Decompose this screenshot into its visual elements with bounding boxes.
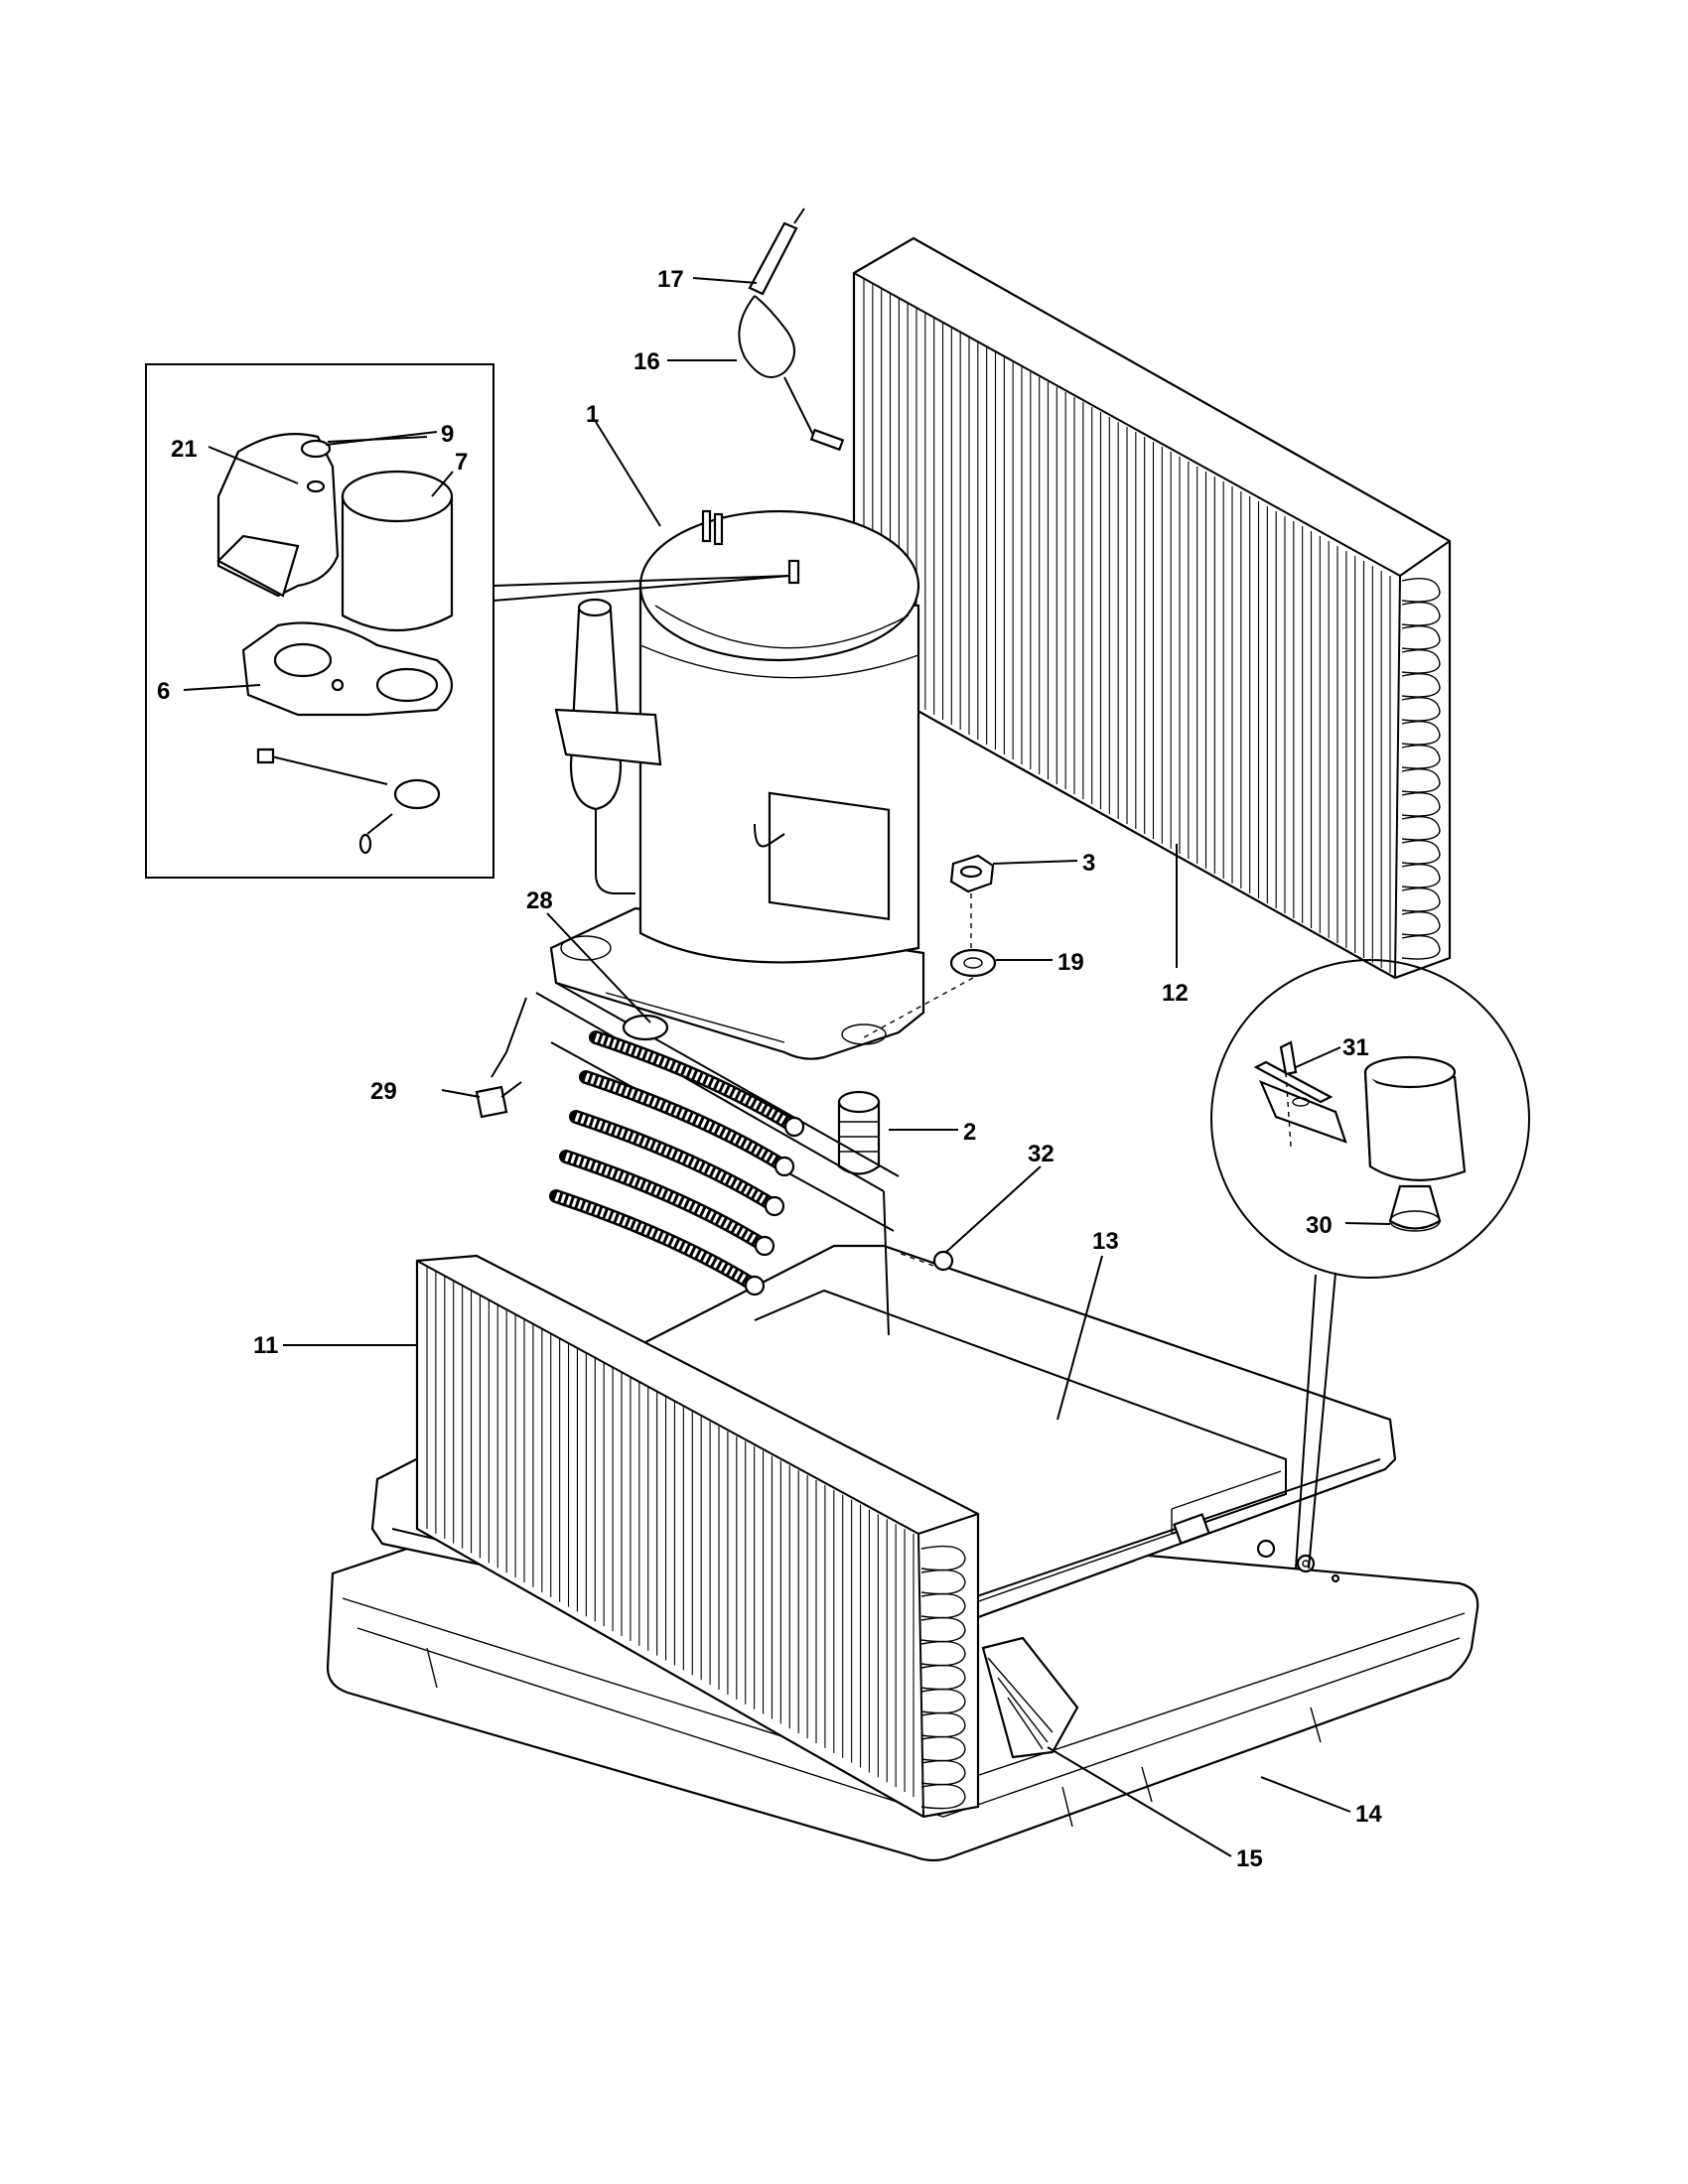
callout-19: 19	[1057, 949, 1084, 976]
tube-bend	[1401, 625, 1441, 650]
callout-labels: 1 2 3 6 7 9 11 12 13 14 15 16 17 19 21 2…	[157, 266, 1382, 1872]
callout-30: 30	[1306, 1212, 1333, 1239]
tube-bend	[1401, 697, 1441, 722]
tube-bend	[1401, 840, 1441, 865]
callout-14: 14	[1355, 1801, 1382, 1828]
callout-6: 6	[157, 678, 170, 705]
heater-coil-wrap	[574, 1112, 777, 1210]
tube-bend	[1401, 792, 1441, 817]
heater-coil-wrap	[564, 1152, 768, 1250]
tube-bend	[1401, 864, 1441, 888]
tube-bend	[1401, 745, 1441, 769]
heater-coil-end	[783, 1116, 805, 1138]
tube-bend	[1401, 649, 1441, 674]
callout-16: 16	[633, 348, 660, 375]
callout-3: 3	[1082, 850, 1095, 877]
callout-32: 32	[1028, 1141, 1055, 1167]
tube-bend	[1401, 673, 1441, 698]
callout-28: 28	[526, 887, 553, 914]
callout-11: 11	[253, 1332, 278, 1359]
heater-coil-wrap	[594, 1032, 797, 1131]
compressor	[549, 509, 925, 1060]
callout-1: 1	[586, 401, 599, 428]
heater-assembly	[491, 982, 900, 1336]
heater-coil-wrap	[554, 1191, 758, 1290]
callout-15: 15	[1236, 1845, 1263, 1872]
callout-21: 21	[171, 436, 198, 463]
heater-coil-wrap	[584, 1072, 787, 1170]
terminal-cover-inset	[145, 363, 790, 879]
tube-bend	[1401, 578, 1441, 603]
outdoor-coil	[852, 236, 1452, 980]
tube-bend	[1401, 911, 1441, 936]
sensor-bulb	[738, 207, 845, 452]
tube-bend	[920, 1783, 966, 1810]
callout-9: 9	[441, 421, 454, 448]
callout-17: 17	[657, 266, 684, 293]
heater-coil-end	[754, 1235, 775, 1257]
leader-lines	[183, 277, 1391, 1857]
tube-bend	[1401, 887, 1441, 912]
tube-bend	[1401, 816, 1441, 841]
callout-2: 2	[963, 1119, 976, 1146]
tube-bend	[1401, 768, 1441, 793]
heater-coil-end	[744, 1275, 766, 1297]
callout-31: 31	[1342, 1034, 1369, 1061]
tube-bend	[1401, 602, 1441, 626]
callout-13: 13	[1092, 1228, 1119, 1255]
callout-7: 7	[455, 449, 468, 476]
solenoid-detail	[1210, 959, 1530, 1570]
plug-and-screw	[475, 1081, 954, 1272]
tube-bend	[1401, 721, 1441, 746]
callout-29: 29	[370, 1078, 397, 1105]
filter-screen	[981, 1636, 1079, 1759]
indoor-coil	[415, 1254, 980, 1819]
heater-coil-end	[764, 1195, 785, 1217]
heater-coil-end	[774, 1156, 795, 1177]
mounting-hardware	[837, 854, 997, 1175]
tube-bend	[1401, 935, 1441, 960]
callout-12: 12	[1162, 980, 1189, 1007]
